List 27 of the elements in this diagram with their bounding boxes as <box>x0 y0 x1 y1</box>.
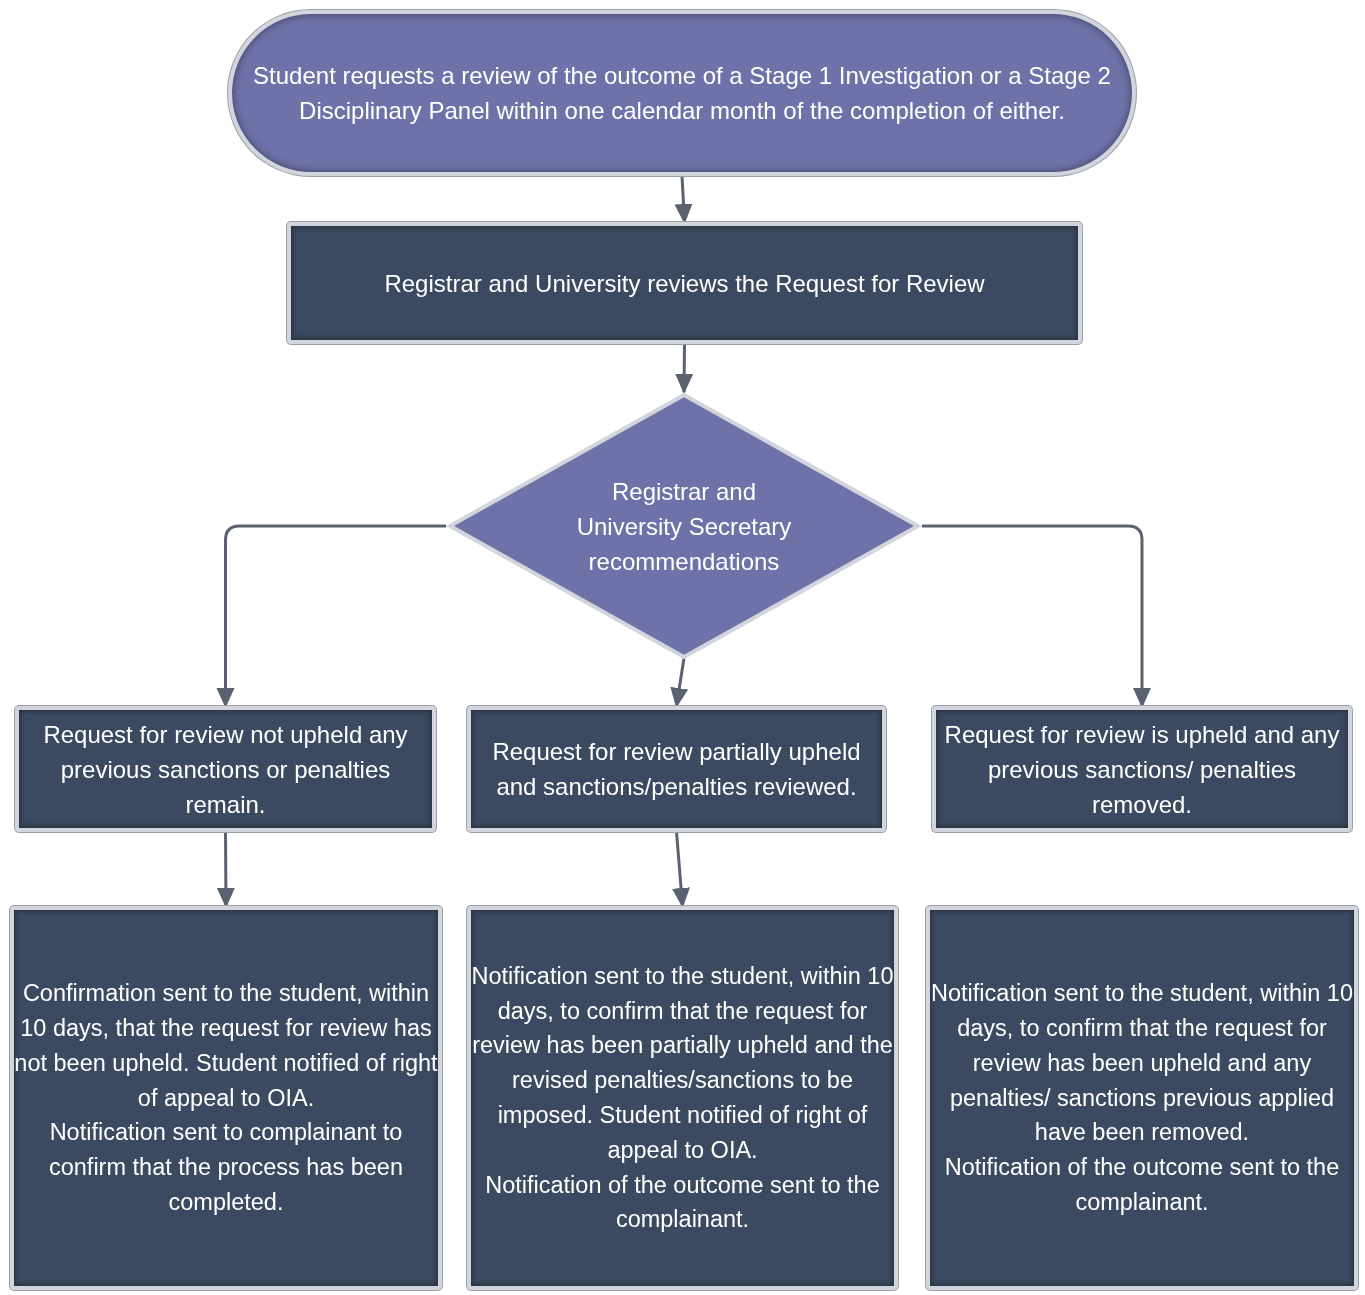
node-text: Request for review not upheld any previous sanctions or penalties remain. <box>42 719 409 820</box>
arrow <box>670 657 689 708</box>
process-box <box>467 706 886 832</box>
arrow <box>674 175 693 224</box>
arrow <box>672 831 690 908</box>
node-text: Notification sent to the student, within 10 days, to confirm that the request for review has been upheld and any penalties/ sanctions previous applied have been removed. <box>930 979 1354 1148</box>
decision-diamond <box>446 392 922 660</box>
arrow <box>216 832 235 908</box>
arrow <box>922 524 1151 708</box>
process-box <box>467 906 898 1290</box>
process-box <box>932 706 1352 832</box>
node-text: Student requests a review of the outcome of a Stage 1 Investigation or a Stage 2 Disciplinary Panel within one calendar month of the completion of either. <box>252 61 1112 126</box>
node-text: Request for review is upheld and any previous sanctions/ penalties removed. <box>943 719 1341 820</box>
arrow <box>216 524 446 708</box>
process-box <box>15 706 436 832</box>
node-text: Registrar and University Secretary recommendations <box>575 476 793 577</box>
node-text: Confirmation sent to the student, within 10 days, that the request for review has not been upheld. Student notified of right of appeal to OIA. <box>14 979 438 1113</box>
node-text: Notification of the outcome sent to the complainant. <box>943 1153 1341 1217</box>
node-text: Notification sent to complainant to confirm that the process has been completed. <box>48 1118 404 1217</box>
node-text: Notification sent to the student, within 10 days, to confirm that the request for review has been partially upheld and the revised penalties/sanctions to be imposed. Student notified of right of appeal to OIA. <box>471 961 894 1165</box>
node-text: Notification of the outcome sent to the complainant. <box>484 1170 881 1235</box>
process-box <box>287 222 1082 344</box>
arrow <box>675 344 694 394</box>
node-text: Request for review partially upheld and sanctions/penalties reviewed. <box>491 737 862 802</box>
node-text: Registrar and University reviews the Request for Review <box>384 268 985 299</box>
process-box <box>10 906 442 1290</box>
process-box <box>926 906 1358 1290</box>
